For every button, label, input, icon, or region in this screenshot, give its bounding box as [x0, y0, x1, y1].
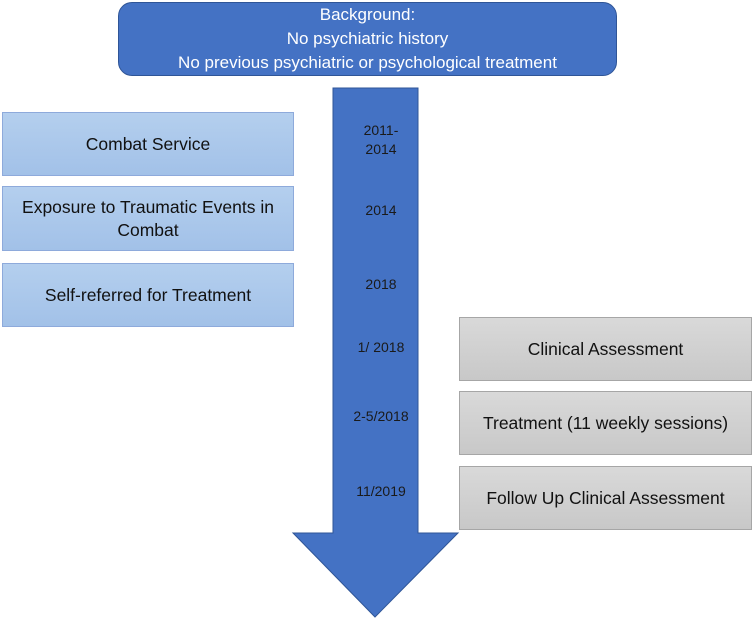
year-label: 2014 [336, 201, 426, 220]
event-box-combat-service: Combat Service [2, 112, 294, 176]
year-label-line: 2011- [363, 122, 399, 138]
background-header: Background: No psychiatric history No pr… [118, 2, 617, 76]
timeline-arrow-shape [291, 87, 460, 618]
year-label-line: 2018 [365, 276, 397, 292]
event-label: Treatment (11 weekly sessions) [482, 412, 729, 433]
year-label-line: 1/ 2018 [357, 339, 405, 355]
year-label: 2018 [336, 275, 426, 294]
year-label: 11/2019 [336, 482, 426, 501]
event-box-treatment: Treatment (11 weekly sessions) [459, 391, 752, 455]
year-label-line: 2014 [365, 202, 397, 218]
year-label: 1/ 2018 [336, 338, 426, 357]
header-line-2: No psychiatric history [286, 29, 449, 48]
event-label: Combat Service [85, 133, 211, 154]
header-line-1: Background: [319, 5, 416, 24]
year-label: 2-5/2018 [336, 407, 426, 426]
event-label: Exposure to Traumatic Events in Combat [22, 196, 274, 240]
event-box-clinical-assessment: Clinical Assessment [459, 317, 752, 381]
event-label: Follow Up Clinical Assessment [486, 487, 725, 508]
event-box-traumatic-exposure: Exposure to Traumatic Events in Combat [2, 186, 294, 251]
year-label: 2011- 2014 [336, 121, 426, 159]
year-label-line: 2014 [365, 141, 397, 157]
year-label-line: 2-5/2018 [353, 408, 409, 424]
event-box-follow-up: Follow Up Clinical Assessment [459, 466, 752, 530]
event-box-self-referred: Self-referred for Treatment [2, 263, 294, 327]
year-label-line: 11/2019 [356, 483, 406, 499]
event-label: Clinical Assessment [527, 338, 684, 359]
event-label: Self-referred for Treatment [44, 284, 252, 305]
header-line-3: No previous psychiatric or psychological… [178, 53, 557, 72]
